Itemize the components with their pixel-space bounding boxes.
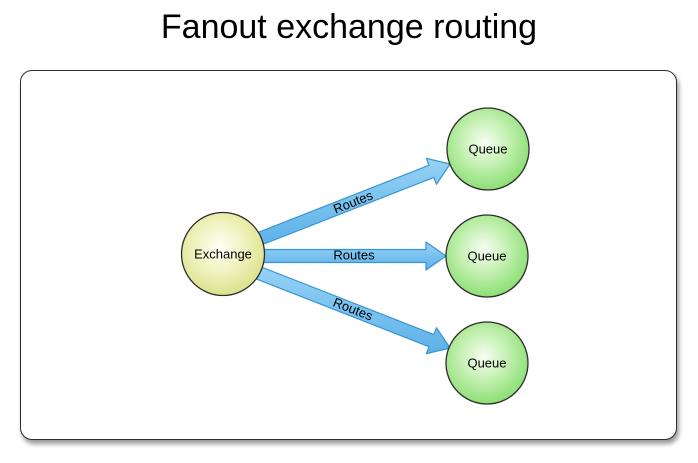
diagram-panel: Routes Routes Routes Exchange Queue: [20, 70, 677, 440]
queue-top-circle: [446, 107, 530, 191]
diagram-canvas: Routes Routes Routes Exchange Queue: [180, 107, 530, 405]
page-title: Fanout exchange routing: [160, 8, 538, 46]
queue-bottom-circle: [445, 321, 529, 405]
node-queue-middle: Queue: [445, 214, 529, 298]
edge-label-routes-top: Routes: [331, 187, 375, 216]
node-label-queue-top: Queue: [468, 142, 507, 157]
edge-label-routes-bottom: Routes: [331, 295, 375, 324]
node-label-queue-bottom: Queue: [467, 356, 506, 371]
node-queue-bottom: Queue: [445, 321, 529, 405]
edge-route-middle: Routes: [262, 241, 447, 271]
exchange-circle: [180, 211, 266, 297]
node-exchange: Exchange: [180, 211, 266, 297]
edge-route-bottom: Routes: [256, 266, 451, 355]
node-label-queue-middle: Queue: [467, 249, 506, 264]
routes-arrow-middle-icon: [262, 241, 447, 271]
node-label-exchange: Exchange: [194, 247, 252, 262]
edge-label-routes-middle: Routes: [333, 248, 375, 263]
node-queue-top: Queue: [446, 107, 530, 191]
routes-arrow-bottom-icon: [256, 266, 451, 355]
queue-middle-circle: [445, 214, 529, 298]
routes-arrow-top-icon: [256, 157, 451, 246]
edge-route-top: Routes: [256, 157, 451, 246]
